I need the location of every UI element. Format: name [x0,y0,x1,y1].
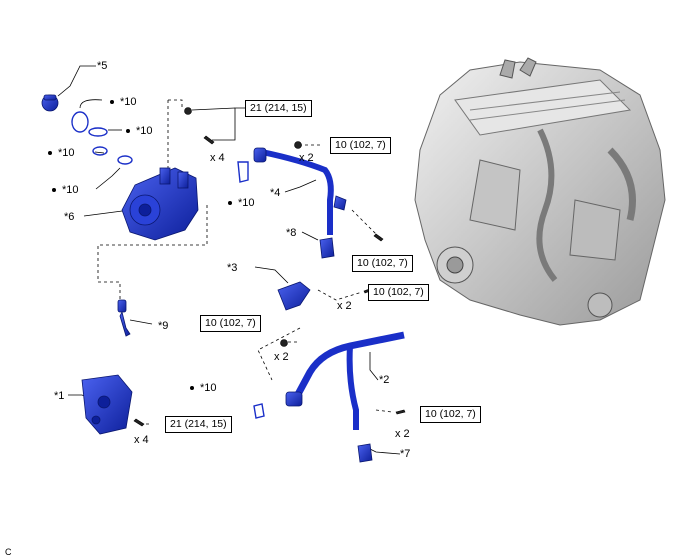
gasket-10-a [71,111,89,133]
part-3-bracket [277,281,311,311]
part-label-5: *5 [97,60,108,72]
gasket-10-b [88,127,108,137]
part-6-water-pump [121,167,199,241]
gasket-label-f: *10 [190,382,217,394]
bolt-icon [184,107,192,115]
quantity-label: x 2 [274,351,289,363]
torque-spec-box: 21 (214, 15) [165,416,232,433]
gasket-10-c [92,146,108,156]
part-4-pipe [253,147,347,235]
quantity-label: x 2 [299,152,314,164]
part-label-7: *7 [400,448,411,460]
part-label-3: *3 [227,262,238,274]
part-5-cap [41,94,59,112]
gasket-label-b: *10 [126,125,153,137]
quantity-label: x 2 [337,300,352,312]
torque-spec-box: 21 (214, 15) [245,100,312,117]
bullet-icon [110,100,114,105]
gasket-label-d: *10 [52,184,79,196]
bolt-icon [133,418,145,427]
bullet-icon [190,386,194,391]
figure-corner-label: C [5,547,12,557]
part-label-9: *9 [158,320,169,332]
quantity-label: x 4 [134,434,149,446]
gasket-label-e: *10 [228,197,255,209]
part-8-hose [319,237,335,259]
bolt-icon [373,233,384,242]
bolt-icon [203,135,215,145]
part-2-pipe [285,331,405,430]
gasket-10-e [237,161,249,183]
part-7-hose [357,443,373,463]
torque-spec-box: 10 (102, 7) [330,137,391,154]
quantity-label: x 2 [395,428,410,440]
torque-spec-box: 10 (102, 7) [420,406,481,423]
gasket-label-c: *10 [48,147,75,159]
part-label-1: *1 [54,390,65,402]
bolt-icon [395,409,406,415]
torque-spec-box: 10 (102, 7) [368,284,429,301]
quantity-label: x 4 [210,152,225,164]
torque-spec-box: 10 (102, 7) [200,315,261,332]
gasket-label-a: *10 [110,96,137,108]
torque-spec-box: 10 (102, 7) [352,255,413,272]
part-9-sensor [117,299,131,337]
part-label-6: *6 [64,211,75,223]
part-1-cover [81,374,133,435]
part-label-4: *4 [270,187,281,199]
nut-icon [280,339,288,347]
part-label-8: *8 [286,227,297,239]
engine-assembly-image [414,57,666,326]
bullet-icon [228,201,232,206]
gasket-10-d [117,155,133,165]
gasket-10-f [253,403,265,419]
bullet-icon [48,151,52,156]
nut-icon [294,141,302,149]
part-label-2: *2 [379,374,390,386]
bullet-icon [126,129,130,134]
bullet-icon [52,188,56,193]
